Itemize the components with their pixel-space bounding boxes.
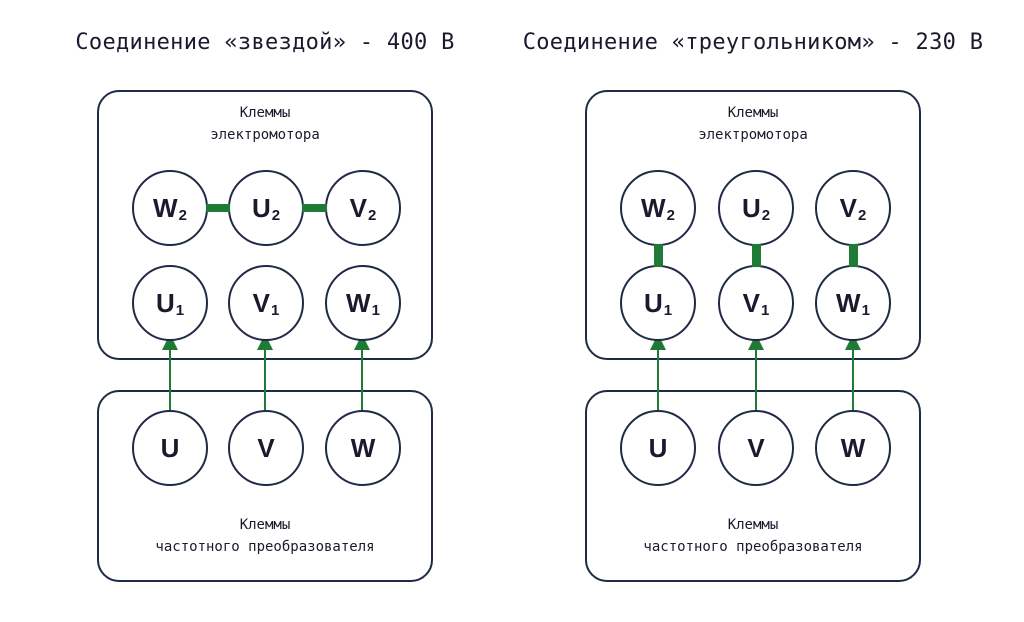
delta-title: Соединение «треугольником» - 230 В [522,30,984,55]
motor-block-label: Клеммы электромотора [698,105,808,143]
terminal-u: U [620,410,696,486]
terminal-w: W [815,410,891,486]
star-connection-diagram: Соединение «звездой» - 400 В Клеммы элек… [15,0,515,622]
inverter-block-label: Клеммы частотного преобразователя [643,517,863,555]
terminal-v: V [718,410,794,486]
star-feed-wires [162,334,370,410]
bridge-u2-v1 [752,244,761,267]
terminal-v: V [228,410,304,486]
star-title: Соединение «звездой» - 400 В [75,30,455,55]
delta-feed-wires [650,334,861,410]
bridge-w2-u1 [654,244,663,267]
delta-connection-diagram: Соединение «треугольником» - 230 В Клемм… [503,0,1003,622]
bridge-u2-v2 [302,204,327,212]
motor-block-label: Клеммы электромотора [210,105,320,143]
inverter-block-label: Клеммы частотного преобразователя [155,517,375,555]
terminal-u: U [132,410,208,486]
terminal-w: W [325,410,401,486]
bridge-v2-w1 [849,244,858,267]
bridge-w2-u2 [206,204,230,212]
